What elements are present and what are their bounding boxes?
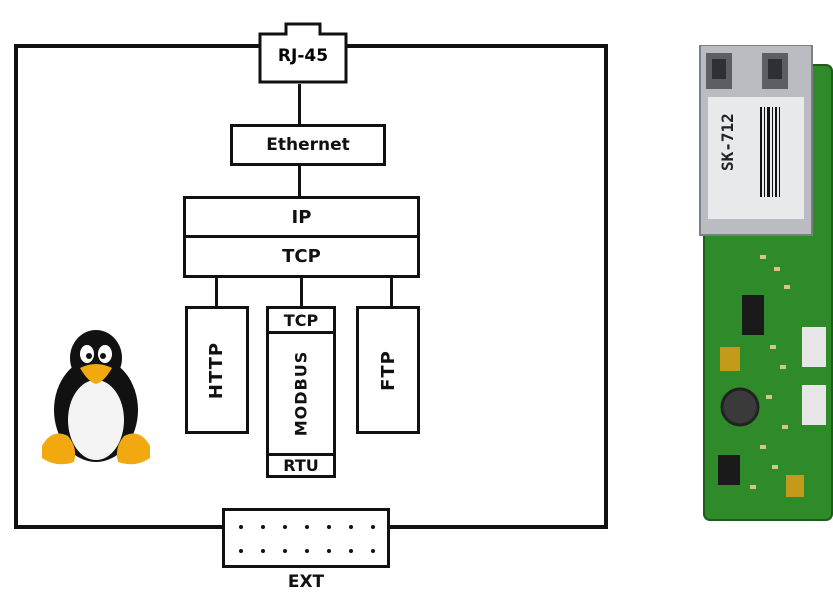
ftp-service: FTP bbox=[356, 306, 420, 434]
ext-connector bbox=[222, 508, 390, 568]
ext-pin bbox=[239, 549, 243, 553]
modbus-tcp: TCP bbox=[266, 306, 336, 334]
ext-pin bbox=[371, 549, 375, 553]
tcp-layer: TCP bbox=[183, 235, 420, 278]
link-rj45-ethernet bbox=[298, 84, 301, 124]
modbus-tcp-label: TCP bbox=[283, 310, 319, 330]
link-tcp-ftp bbox=[390, 278, 393, 306]
link-tcp-http bbox=[215, 278, 218, 306]
link-tcp-modbus bbox=[300, 278, 303, 306]
ip-label: IP bbox=[291, 206, 312, 228]
modbus-rtu: RTU bbox=[266, 453, 336, 478]
modbus-rtu-label: RTU bbox=[283, 456, 319, 475]
ext-pin bbox=[327, 525, 331, 529]
sk712-module-photo: SK-712 bbox=[690, 44, 833, 525]
linux-penguin-icon bbox=[38, 328, 154, 468]
ext-pin bbox=[283, 549, 287, 553]
link-ethernet-ip bbox=[298, 166, 301, 196]
ip-layer: IP bbox=[183, 196, 420, 238]
modbus-label: MODBUS bbox=[291, 350, 311, 437]
modbus-core: MODBUS bbox=[266, 331, 336, 456]
ext-pin bbox=[261, 549, 265, 553]
ext-pin bbox=[349, 525, 353, 529]
ext-pin bbox=[239, 525, 243, 529]
rj45-label: RJ-45 bbox=[277, 46, 329, 66]
http-label: HTTP bbox=[206, 341, 228, 399]
ext-label: EXT bbox=[287, 572, 325, 592]
module-label: SK-712 bbox=[718, 113, 737, 171]
tcp-label: TCP bbox=[282, 246, 321, 267]
ext-pin bbox=[349, 549, 353, 553]
ext-pin bbox=[371, 525, 375, 529]
ethernet-label: Ethernet bbox=[266, 135, 350, 155]
ftp-label: FTP bbox=[377, 349, 399, 391]
ext-pin bbox=[305, 525, 309, 529]
rj45-connector: RJ-45 bbox=[258, 20, 348, 84]
ethernet-layer: Ethernet bbox=[230, 124, 386, 166]
ext-pin bbox=[305, 549, 309, 553]
http-service: HTTP bbox=[185, 306, 249, 434]
ext-pin bbox=[327, 549, 331, 553]
modbus-stack: TCP MODBUS RTU bbox=[266, 306, 336, 478]
ext-pin bbox=[283, 525, 287, 529]
ext-pin bbox=[261, 525, 265, 529]
